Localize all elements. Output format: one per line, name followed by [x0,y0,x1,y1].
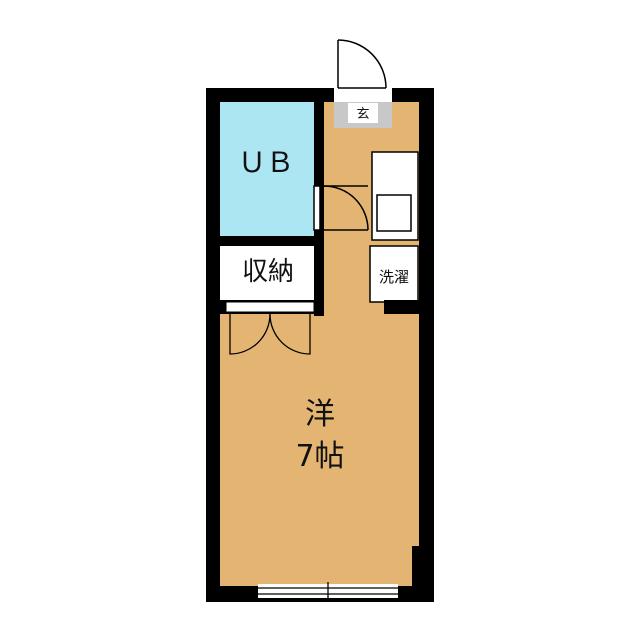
storage-door-frame [225,301,315,313]
entrance-opening [334,86,392,102]
bath-room [220,102,318,236]
storage-doors [229,313,311,355]
storage-room [220,246,318,300]
entrance-label: 玄 [356,107,369,122]
laundry-wall [384,300,419,314]
bath-storage-wall [220,236,324,246]
room-type-label: 洋 [305,397,335,432]
entrance-door [337,39,387,89]
bath-label: ＵＢ [238,146,294,179]
wall-notch [412,546,420,586]
bath-door [313,185,369,231]
main-room-floor [220,314,419,586]
storage-wall-right [314,240,324,316]
storage-label: 収納 [242,257,294,287]
bath-wall-right [314,102,324,186]
bath-wall-right-lower [314,230,324,240]
balcony-window [258,582,398,600]
laundry-label: 洗濯 [379,268,409,286]
entrance-label-box [348,103,378,123]
kitchen-counter [371,151,419,241]
room-size-label: 7帖 [295,439,344,474]
